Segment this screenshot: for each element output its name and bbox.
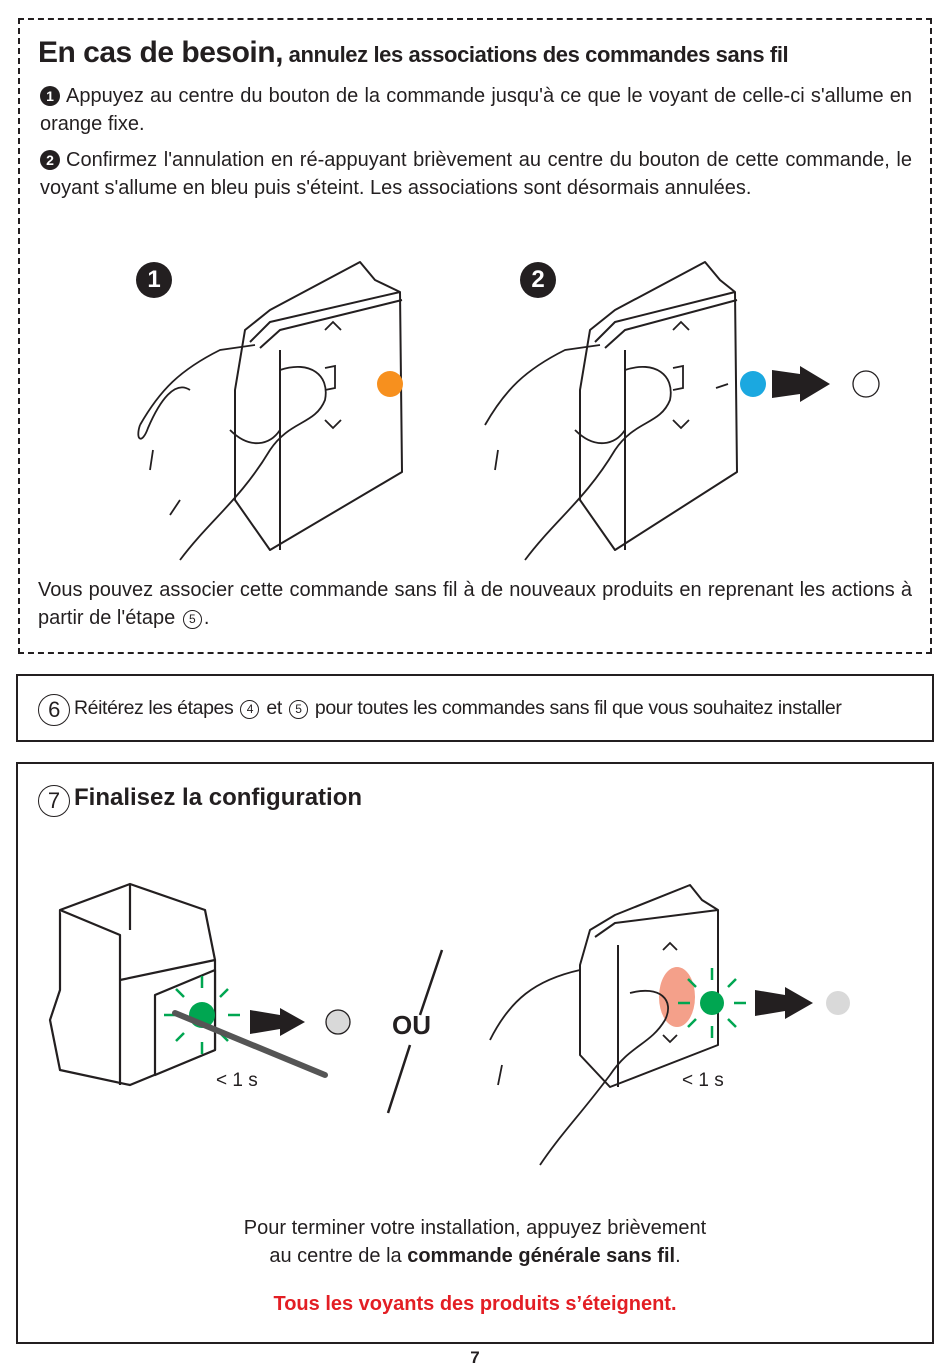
step-6-text-b: et <box>266 697 282 719</box>
instruction-pre: au centre de la <box>269 1245 408 1267</box>
illustration-badge-2: 2 <box>520 262 556 298</box>
hand-pressing-general-remote-illustration <box>489 884 850 1166</box>
hand-pressing-remote-illustration <box>137 261 403 561</box>
din-module-illustration <box>48 882 351 1087</box>
illustration-badge-1: 1 <box>136 262 172 298</box>
duration-right: < 1 s <box>682 1070 724 1091</box>
led-off <box>325 1009 351 1035</box>
section-title-rest: annulez les associations des commandes s… <box>282 42 789 67</box>
section-title-bold: En cas de besoin, <box>38 36 283 69</box>
step-number-7: 7 <box>38 785 70 817</box>
step-ref-4: 4 <box>240 700 260 719</box>
step-6-text-a: Réitérez les étapes <box>74 697 234 719</box>
step-text: Confirmez l'annulation en ré-appuyant br… <box>40 149 912 199</box>
result-text: Tous les voyants des produits s’éteignen… <box>273 1293 677 1315</box>
arrow-icon <box>755 987 813 1019</box>
arrow-icon <box>250 1008 305 1036</box>
duration-left: < 1 s <box>216 1070 258 1091</box>
step-badge: 1 <box>40 86 60 106</box>
green-led-rays <box>164 976 240 1054</box>
step-ref-5: 5 <box>182 610 202 629</box>
step-text: Appuyez au centre du bouton de la comman… <box>40 85 912 135</box>
blue-led <box>740 371 766 397</box>
instruction-line-2: au centre de la commande générale sans f… <box>0 1242 950 1270</box>
step-6-box <box>16 674 934 742</box>
section-title: En cas de besoin, annulez les associatio… <box>38 36 789 70</box>
instruction-post: . <box>675 1245 681 1267</box>
step-number-6: 6 <box>38 694 70 726</box>
note-end: . <box>203 607 210 629</box>
orange-led <box>377 371 403 397</box>
or-separator <box>386 949 444 1114</box>
hand-pressing-remote-illustration-2 <box>484 261 880 561</box>
green-led <box>700 991 724 1015</box>
led-off <box>826 991 850 1015</box>
note-text: Vous pouvez associer cette commande sans… <box>38 579 912 629</box>
led-off <box>852 370 880 398</box>
cancel-note: Vous pouvez associer cette commande sans… <box>38 576 912 632</box>
or-label: OU <box>392 1010 431 1040</box>
pointed-tool <box>172 1010 328 1078</box>
cancel-associations-section <box>18 18 932 654</box>
step-ref-5: 5 <box>288 700 308 719</box>
step-6-text-c: pour toutes les commandes sans fil que v… <box>314 697 842 719</box>
step-badge: 2 <box>40 150 60 170</box>
instruction-bold: commande générale sans fil <box>407 1245 676 1267</box>
green-led-rays <box>678 968 746 1038</box>
step-7-box <box>16 762 934 1344</box>
arrow-icon <box>772 366 830 402</box>
page-number: 7 <box>470 1348 480 1367</box>
step-7-title-text: Finalisez la configuration <box>74 784 363 811</box>
instruction-line-1: Pour terminer votre installation, appuye… <box>243 1217 707 1239</box>
